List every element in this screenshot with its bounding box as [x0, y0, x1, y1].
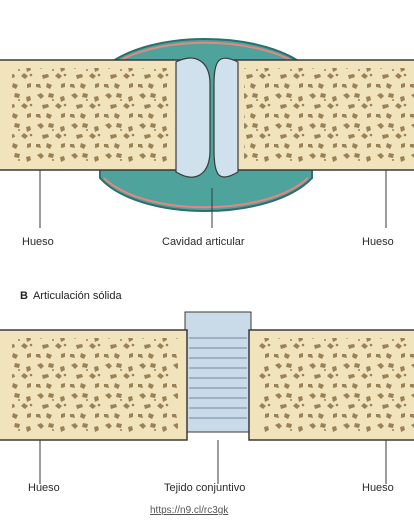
synovial-joint	[0, 39, 414, 228]
label-connective-tissue: Tejido conjuntivo	[164, 482, 245, 494]
label-joint-cavity: Cavidad articular	[162, 236, 245, 248]
label-bone-left-a: Hueso	[22, 236, 54, 248]
label-bone-right-b: Hueso	[362, 482, 394, 494]
bone-texture	[12, 68, 172, 162]
bone-texture	[244, 68, 414, 162]
source-link[interactable]: https://n9.cl/rc3gk	[150, 505, 228, 516]
section-b-title: Articulación sólida	[33, 290, 122, 302]
label-bone-left-b: Hueso	[28, 482, 60, 494]
articular-cartilage-right	[214, 58, 238, 177]
bone-texture	[12, 338, 178, 432]
section-b-heading: B Articulación sólida	[20, 290, 122, 302]
connective-tissue	[185, 312, 251, 432]
articular-cartilage-left	[176, 58, 210, 177]
section-b-letter: B	[20, 290, 28, 302]
solid-joint	[0, 312, 414, 484]
bone-texture	[258, 338, 414, 432]
label-bone-right-a: Hueso	[362, 236, 394, 248]
